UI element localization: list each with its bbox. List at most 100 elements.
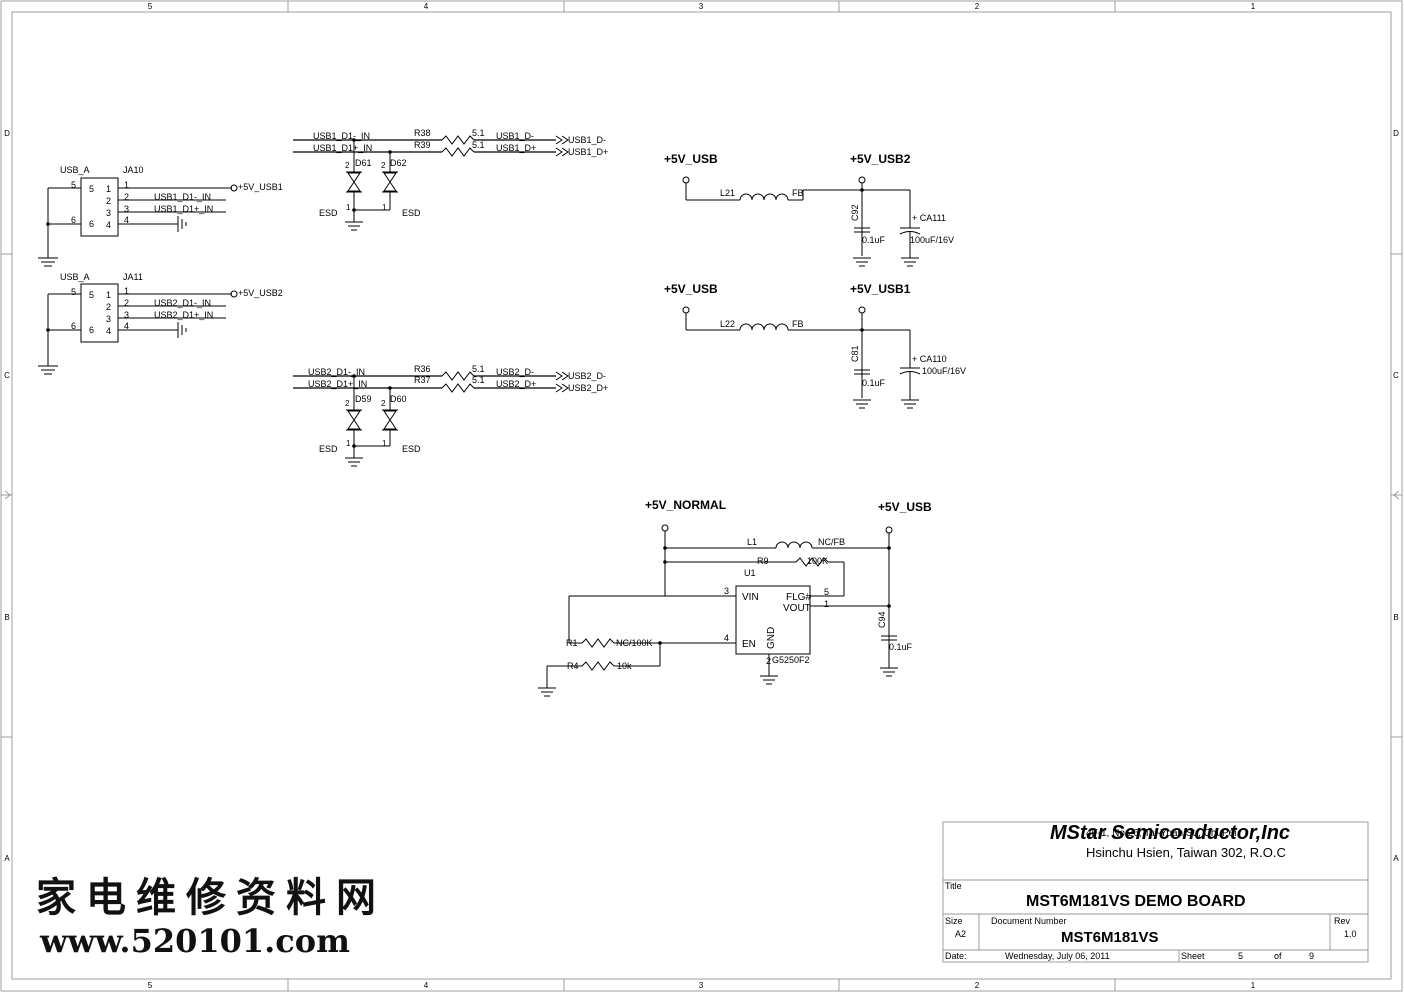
col-label: 5 <box>148 2 153 11</box>
ic-pin-name: GND <box>766 627 777 649</box>
watermark-chinese: 家电维修资料网 <box>36 874 386 921</box>
esd-label: ESD <box>319 444 338 454</box>
sheet-label: Sheet <box>1181 951 1205 961</box>
title-label: Title <box>945 881 962 891</box>
col-label: 5 <box>148 981 153 990</box>
net-label: +5V_USB1 <box>238 182 283 192</box>
inductor-ref: L22 <box>720 319 735 329</box>
company-address-overlap: 4F-1, No.26, Tai-Yuan St., ChuPei <box>1086 828 1236 839</box>
col-label: 2 <box>975 981 980 990</box>
diode-ref: D61 <box>355 158 372 168</box>
ja10-labels: USB_A JA10 5 6 5 6 1 2 3 4 1 2 3 4 +5V_U… <box>60 165 283 230</box>
esd-label: ESD <box>402 208 421 218</box>
pin-number: 5 <box>71 180 76 190</box>
ecap-value: 100uF/16V <box>910 235 954 245</box>
pin-number: 2 <box>345 161 350 170</box>
ic-pin-name: VOUT <box>783 603 811 614</box>
document-number: MST6M181VS <box>1061 929 1159 946</box>
inductor-type: FB <box>792 319 804 329</box>
power-rail-label: +5V_USB <box>664 282 718 296</box>
frame-labels: 5 4 3 2 1 5 4 3 2 1 D C B A D C B A <box>4 2 1399 990</box>
row-label: C <box>1393 371 1399 380</box>
net-label: +5V_USB2 <box>238 288 283 298</box>
pin-number: 4 <box>124 215 129 225</box>
pin-number: 2 <box>766 656 771 666</box>
diode-ref: D62 <box>390 158 407 168</box>
pin-number: 2 <box>106 196 111 206</box>
pin-number: 3 <box>106 314 111 324</box>
pin-number: 2 <box>124 298 129 308</box>
pin-number: 6 <box>71 321 76 331</box>
port-label: USB1_D+ <box>568 147 608 157</box>
pin-number: 4 <box>724 633 729 643</box>
capacitor-value: 0.1uF <box>862 378 886 388</box>
pin-number: 1 <box>824 599 829 609</box>
row-label: C <box>4 371 10 380</box>
col-label: 4 <box>424 2 429 11</box>
row-label: D <box>1393 129 1399 138</box>
net-label: USB2_D+ <box>496 379 536 389</box>
company-address: Hsinchu Hsien, Taiwan 302, R.O.C <box>1086 845 1286 860</box>
esd-group-usb2 <box>293 371 569 467</box>
col-label: 1 <box>1251 2 1256 11</box>
usb-connector-ja10 <box>38 177 238 267</box>
filter-usb1-labels: +5V_USB +5V_USB1 L22 FB C81 0.1uF + CA11… <box>664 282 966 388</box>
pin-number: 6 <box>71 215 76 225</box>
pin-number: 4 <box>124 321 129 331</box>
row-label: B <box>4 613 9 622</box>
pin-number: 2 <box>381 161 386 170</box>
ic-pin-name: VIN <box>742 592 759 603</box>
ecap-ref: + CA110 <box>912 354 947 364</box>
net-label: USB1_D1+_IN <box>154 204 213 214</box>
filter-usb2 <box>682 176 921 267</box>
connector-type: USB_A <box>60 165 90 175</box>
resistor-ref: R36 <box>414 364 431 374</box>
power-rail-label: +5V_USB2 <box>850 152 911 166</box>
pin-number: 1 <box>124 286 129 296</box>
net-label: USB2_D1-_IN <box>308 367 365 377</box>
row-label: A <box>4 854 10 863</box>
port-label: USB2_D+ <box>568 383 608 393</box>
resistor-ref: R9 <box>757 556 769 566</box>
inductor-type: FB <box>792 188 804 198</box>
pin-number: 2 <box>345 399 350 408</box>
pin-number: 4 <box>106 220 111 230</box>
capacitor-ref: C94 <box>877 611 887 628</box>
drawing-date: Wednesday, July 06, 2011 <box>1005 951 1110 961</box>
resistor-ref: R1 <box>566 638 578 648</box>
pin-number: 1 <box>124 180 129 190</box>
size-label: Size <box>945 916 963 926</box>
pin-number: 3 <box>124 310 129 320</box>
pin-number: 1 <box>346 439 351 448</box>
diode-ref: D60 <box>390 394 407 404</box>
esd-label: ESD <box>402 444 421 454</box>
col-label: 4 <box>424 981 429 990</box>
resistor-ref: R38 <box>414 128 431 138</box>
inductor-value: NC/FB <box>818 537 845 547</box>
power-rail-label: +5V_USB <box>664 152 718 166</box>
pin-number: 1 <box>106 290 111 300</box>
col-label: 2 <box>975 2 980 11</box>
row-label: A <box>1393 854 1399 863</box>
usb-connector-ja11 <box>38 283 238 375</box>
ic-part-number: G5250F2 <box>772 655 810 665</box>
net-label: USB1_D+ <box>496 143 536 153</box>
pin-number: 2 <box>381 399 386 408</box>
power-rail-label: +5V_NORMAL <box>645 498 726 512</box>
watermark: 家电维修资料网 www.520101.com <box>36 874 386 960</box>
net-label: USB2_D1+_IN <box>308 379 367 389</box>
of-label: of <box>1274 951 1282 961</box>
diode-ref: D59 <box>355 394 372 404</box>
docnum-label: Document Number <box>991 916 1067 926</box>
pin-number: 5 <box>824 587 829 597</box>
sheet-total: 9 <box>1309 951 1314 961</box>
sheet-number: 5 <box>1238 951 1243 961</box>
resistor-value: 5.1 <box>472 364 485 374</box>
ecap-ref: + CA111 <box>912 213 946 223</box>
pin-number: 3 <box>724 586 729 596</box>
pin-number: 3 <box>106 208 111 218</box>
ecap-value: 100uF/16V <box>922 366 966 376</box>
pin-number: 1 <box>382 203 387 212</box>
